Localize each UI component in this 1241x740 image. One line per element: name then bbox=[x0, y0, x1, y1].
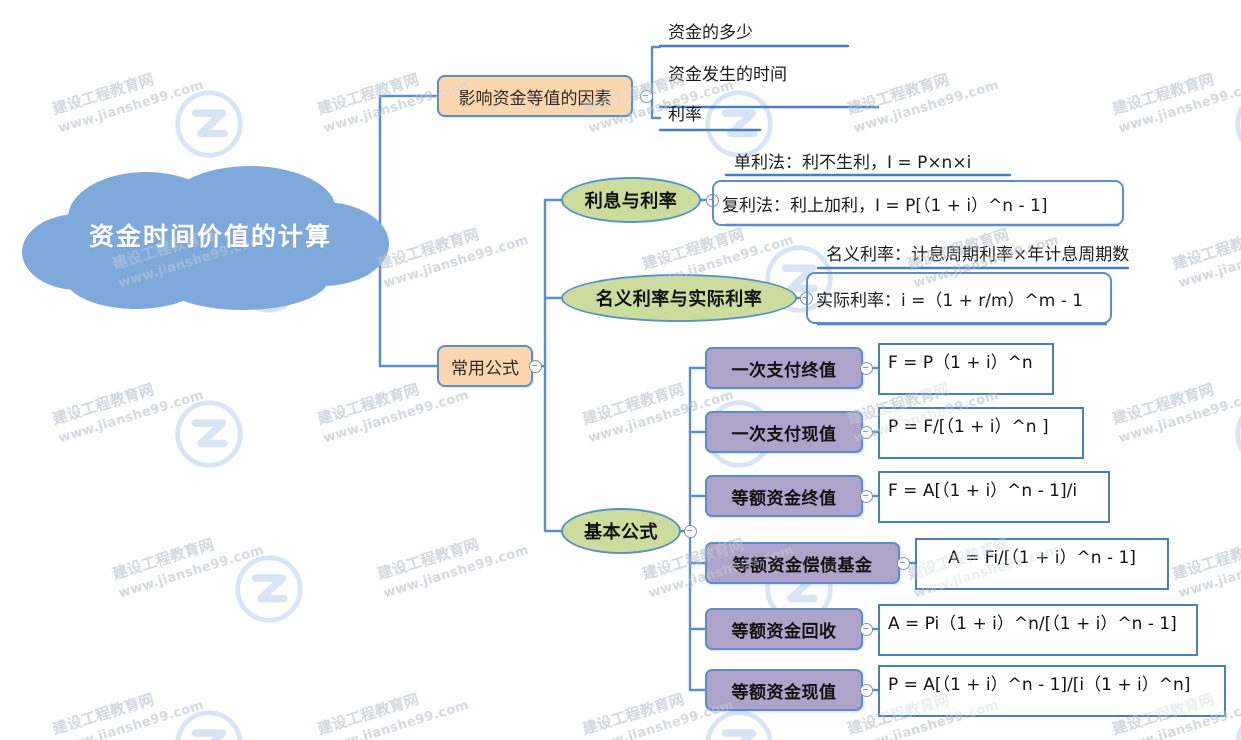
formula-expr-5[interactable]: P = A[（1 + i）^n - 1]/[i（1 + i）^n] bbox=[878, 665, 1226, 717]
formula-name-label: 等额资金回收 bbox=[731, 621, 837, 642]
collapse-toggle-formula-0[interactable] bbox=[860, 362, 873, 375]
collapse-toggle-formulas[interactable] bbox=[529, 360, 542, 373]
formula-name-label: 一次支付现值 bbox=[731, 424, 837, 445]
factor-leaf-amount[interactable]: 资金的多少 bbox=[664, 18, 864, 46]
collapse-toggle-formula-2[interactable] bbox=[860, 490, 873, 503]
formula-name-label: 等额资金现值 bbox=[731, 682, 837, 703]
topic-node-basic-formulas[interactable]: 基本公式 bbox=[561, 508, 681, 554]
formula-expr-2[interactable]: F = A[（1 + i）^n - 1]/i bbox=[878, 471, 1110, 523]
formula-name-2[interactable]: 等额资金终值 bbox=[705, 475, 863, 517]
collapse-toggle-basic[interactable] bbox=[684, 525, 697, 538]
topic-label: 利息与利率 bbox=[584, 191, 678, 212]
factor-label: 利率 bbox=[668, 105, 702, 125]
collapse-toggle-factors[interactable] bbox=[640, 90, 653, 103]
interest-item-label: 复利法：利上加利，I = P[（1 + i）^n - 1] bbox=[722, 195, 1048, 216]
formula-expr-label: A = Fi/[（1 + i）^n - 1] bbox=[948, 548, 1136, 568]
rate-item-nominal[interactable]: 名义利率：计息周期利率×年计息周期数 bbox=[822, 240, 1142, 268]
factor-leaf-rate[interactable]: 利率 bbox=[664, 100, 784, 128]
root-node-cloud[interactable]: 资金时间价值的计算 bbox=[18, 160, 403, 310]
topic-node-interest[interactable]: 利息与利率 bbox=[561, 177, 701, 223]
factor-leaf-time[interactable]: 资金发生的时间 bbox=[664, 60, 894, 88]
factor-label: 资金发生的时间 bbox=[668, 65, 787, 85]
branch-label: 影响资金等值的因素 bbox=[458, 88, 612, 109]
formula-expr-3[interactable]: A = Fi/[（1 + i）^n - 1] bbox=[915, 538, 1169, 590]
formula-name-label: 等额资金偿债基金 bbox=[732, 555, 873, 576]
factor-label: 资金的多少 bbox=[668, 23, 753, 43]
formula-name-label: 等额资金终值 bbox=[731, 488, 837, 509]
collapse-toggle-formula-4[interactable] bbox=[860, 623, 873, 636]
formula-expr-label: P = A[（1 + i）^n - 1]/[i（1 + i）^n] bbox=[888, 675, 1191, 695]
collapse-toggle-formula-1[interactable] bbox=[860, 426, 873, 439]
formula-name-0[interactable]: 一次支付终值 bbox=[705, 347, 863, 389]
collapse-toggle-formula-5[interactable] bbox=[860, 684, 873, 697]
formula-name-label: 一次支付终值 bbox=[731, 360, 837, 381]
collapse-toggle-formula-3[interactable] bbox=[897, 557, 910, 570]
formula-name-4[interactable]: 等额资金回收 bbox=[705, 608, 863, 650]
formula-expr-4[interactable]: A = Pi（1 + i）^n/[（1 + i）^n - 1] bbox=[878, 604, 1198, 656]
formula-expr-label: F = A[（1 + i）^n - 1]/i bbox=[888, 481, 1078, 501]
topic-node-nominal-effective[interactable]: 名义利率与实际利率 bbox=[561, 274, 797, 322]
formula-name-3[interactable]: 等额资金偿债基金 bbox=[705, 542, 900, 584]
rate-item-effective[interactable]: 实际利率：i =（1 + r/m）^m - 1 bbox=[806, 272, 1112, 324]
formula-expr-0[interactable]: F = P（1 + i）^n bbox=[878, 343, 1054, 395]
branch-node-formulas[interactable]: 常用公式 bbox=[437, 345, 533, 387]
branch-node-factors[interactable]: 影响资金等值的因素 bbox=[437, 75, 633, 117]
formula-expr-label: F = P（1 + i）^n bbox=[888, 353, 1033, 373]
branch-label: 常用公式 bbox=[451, 358, 519, 379]
formula-expr-label: A = Pi（1 + i）^n/[（1 + i）^n - 1] bbox=[888, 614, 1177, 634]
cloud-shape bbox=[22, 166, 389, 310]
formula-expr-label: P = F/[（1 + i）^n ] bbox=[888, 417, 1049, 437]
interest-item-label: 单利法：利不生利，I = P×n×i bbox=[734, 153, 972, 173]
formula-expr-1[interactable]: P = F/[（1 + i）^n ] bbox=[878, 407, 1084, 459]
formula-name-5[interactable]: 等额资金现值 bbox=[705, 669, 863, 711]
topic-label: 名义利率与实际利率 bbox=[595, 289, 763, 310]
rate-item-label: 名义利率：计息周期利率×年计息周期数 bbox=[826, 245, 1130, 265]
rate-item-label: 实际利率：i =（1 + r/m）^m - 1 bbox=[816, 290, 1084, 311]
formula-name-1[interactable]: 一次支付现值 bbox=[705, 411, 863, 453]
root-label: 资金时间价值的计算 bbox=[88, 222, 332, 251]
topic-label: 基本公式 bbox=[584, 522, 658, 543]
interest-item-compound[interactable]: 复利法：利上加利，I = P[（1 + i）^n - 1] bbox=[712, 180, 1124, 226]
interest-item-simple[interactable]: 单利法：利不生利，I = P×n×i bbox=[730, 148, 1030, 176]
